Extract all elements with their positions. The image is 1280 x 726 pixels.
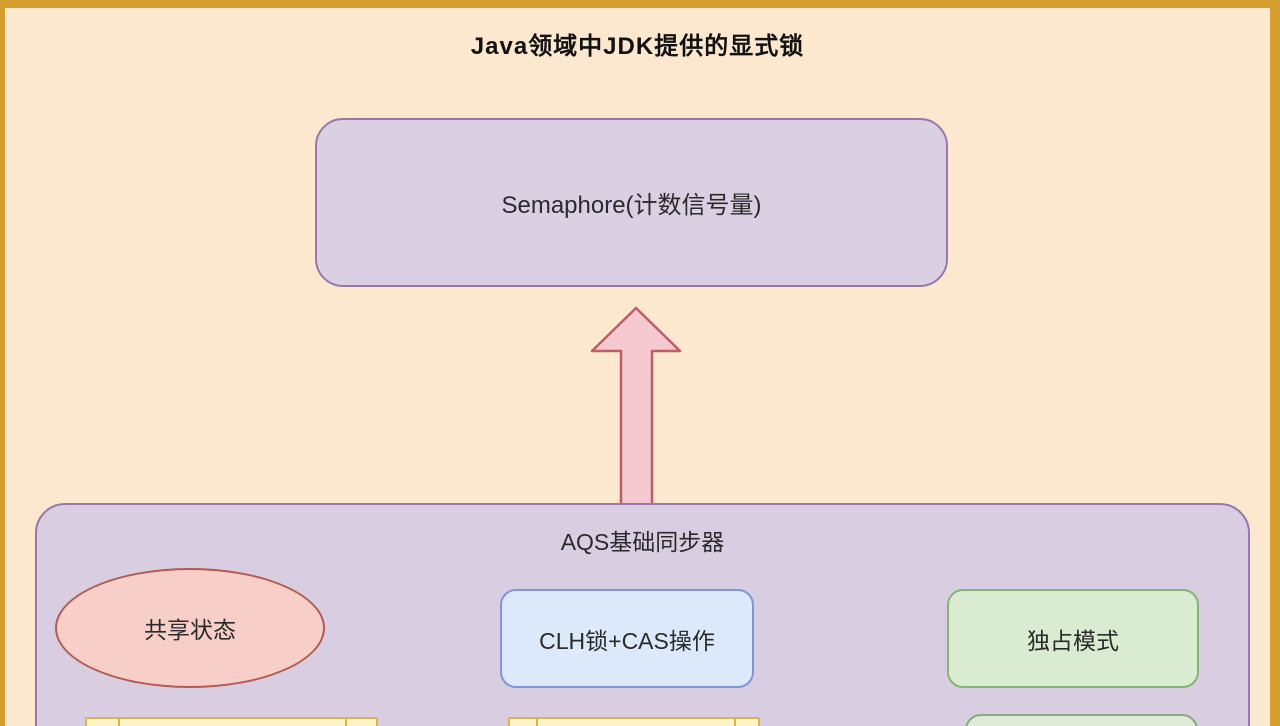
- exclusive-mode-box: 独占模式: [947, 589, 1199, 688]
- clh-cas-box: CLH锁+CAS操作: [500, 589, 754, 688]
- process-shape-divider: [118, 719, 120, 726]
- process-shape-divider: [536, 719, 538, 726]
- exclusive-mode-label: 独占模式: [1027, 627, 1119, 654]
- shared-state-label: 共享状态: [144, 617, 236, 643]
- up-arrow-icon: [590, 306, 682, 507]
- semaphore-box: Semaphore(计数信号量): [315, 118, 948, 287]
- aqs-label: AQS基础同步器: [560, 529, 725, 555]
- bottom-process-shape-center: [508, 717, 760, 726]
- semaphore-label: Semaphore(计数信号量): [501, 192, 762, 219]
- bottom-rounded-box-right: [965, 714, 1198, 726]
- shared-state-ellipse: 共享状态: [55, 568, 325, 688]
- process-shape-divider: [734, 719, 736, 726]
- bottom-process-shape-left: [85, 717, 378, 726]
- process-shape-divider: [345, 719, 347, 726]
- page-title: Java领域中JDK提供的显式锁: [470, 33, 805, 60]
- clh-cas-label: CLH锁+CAS操作: [539, 627, 715, 654]
- up-arrow: [580, 301, 690, 508]
